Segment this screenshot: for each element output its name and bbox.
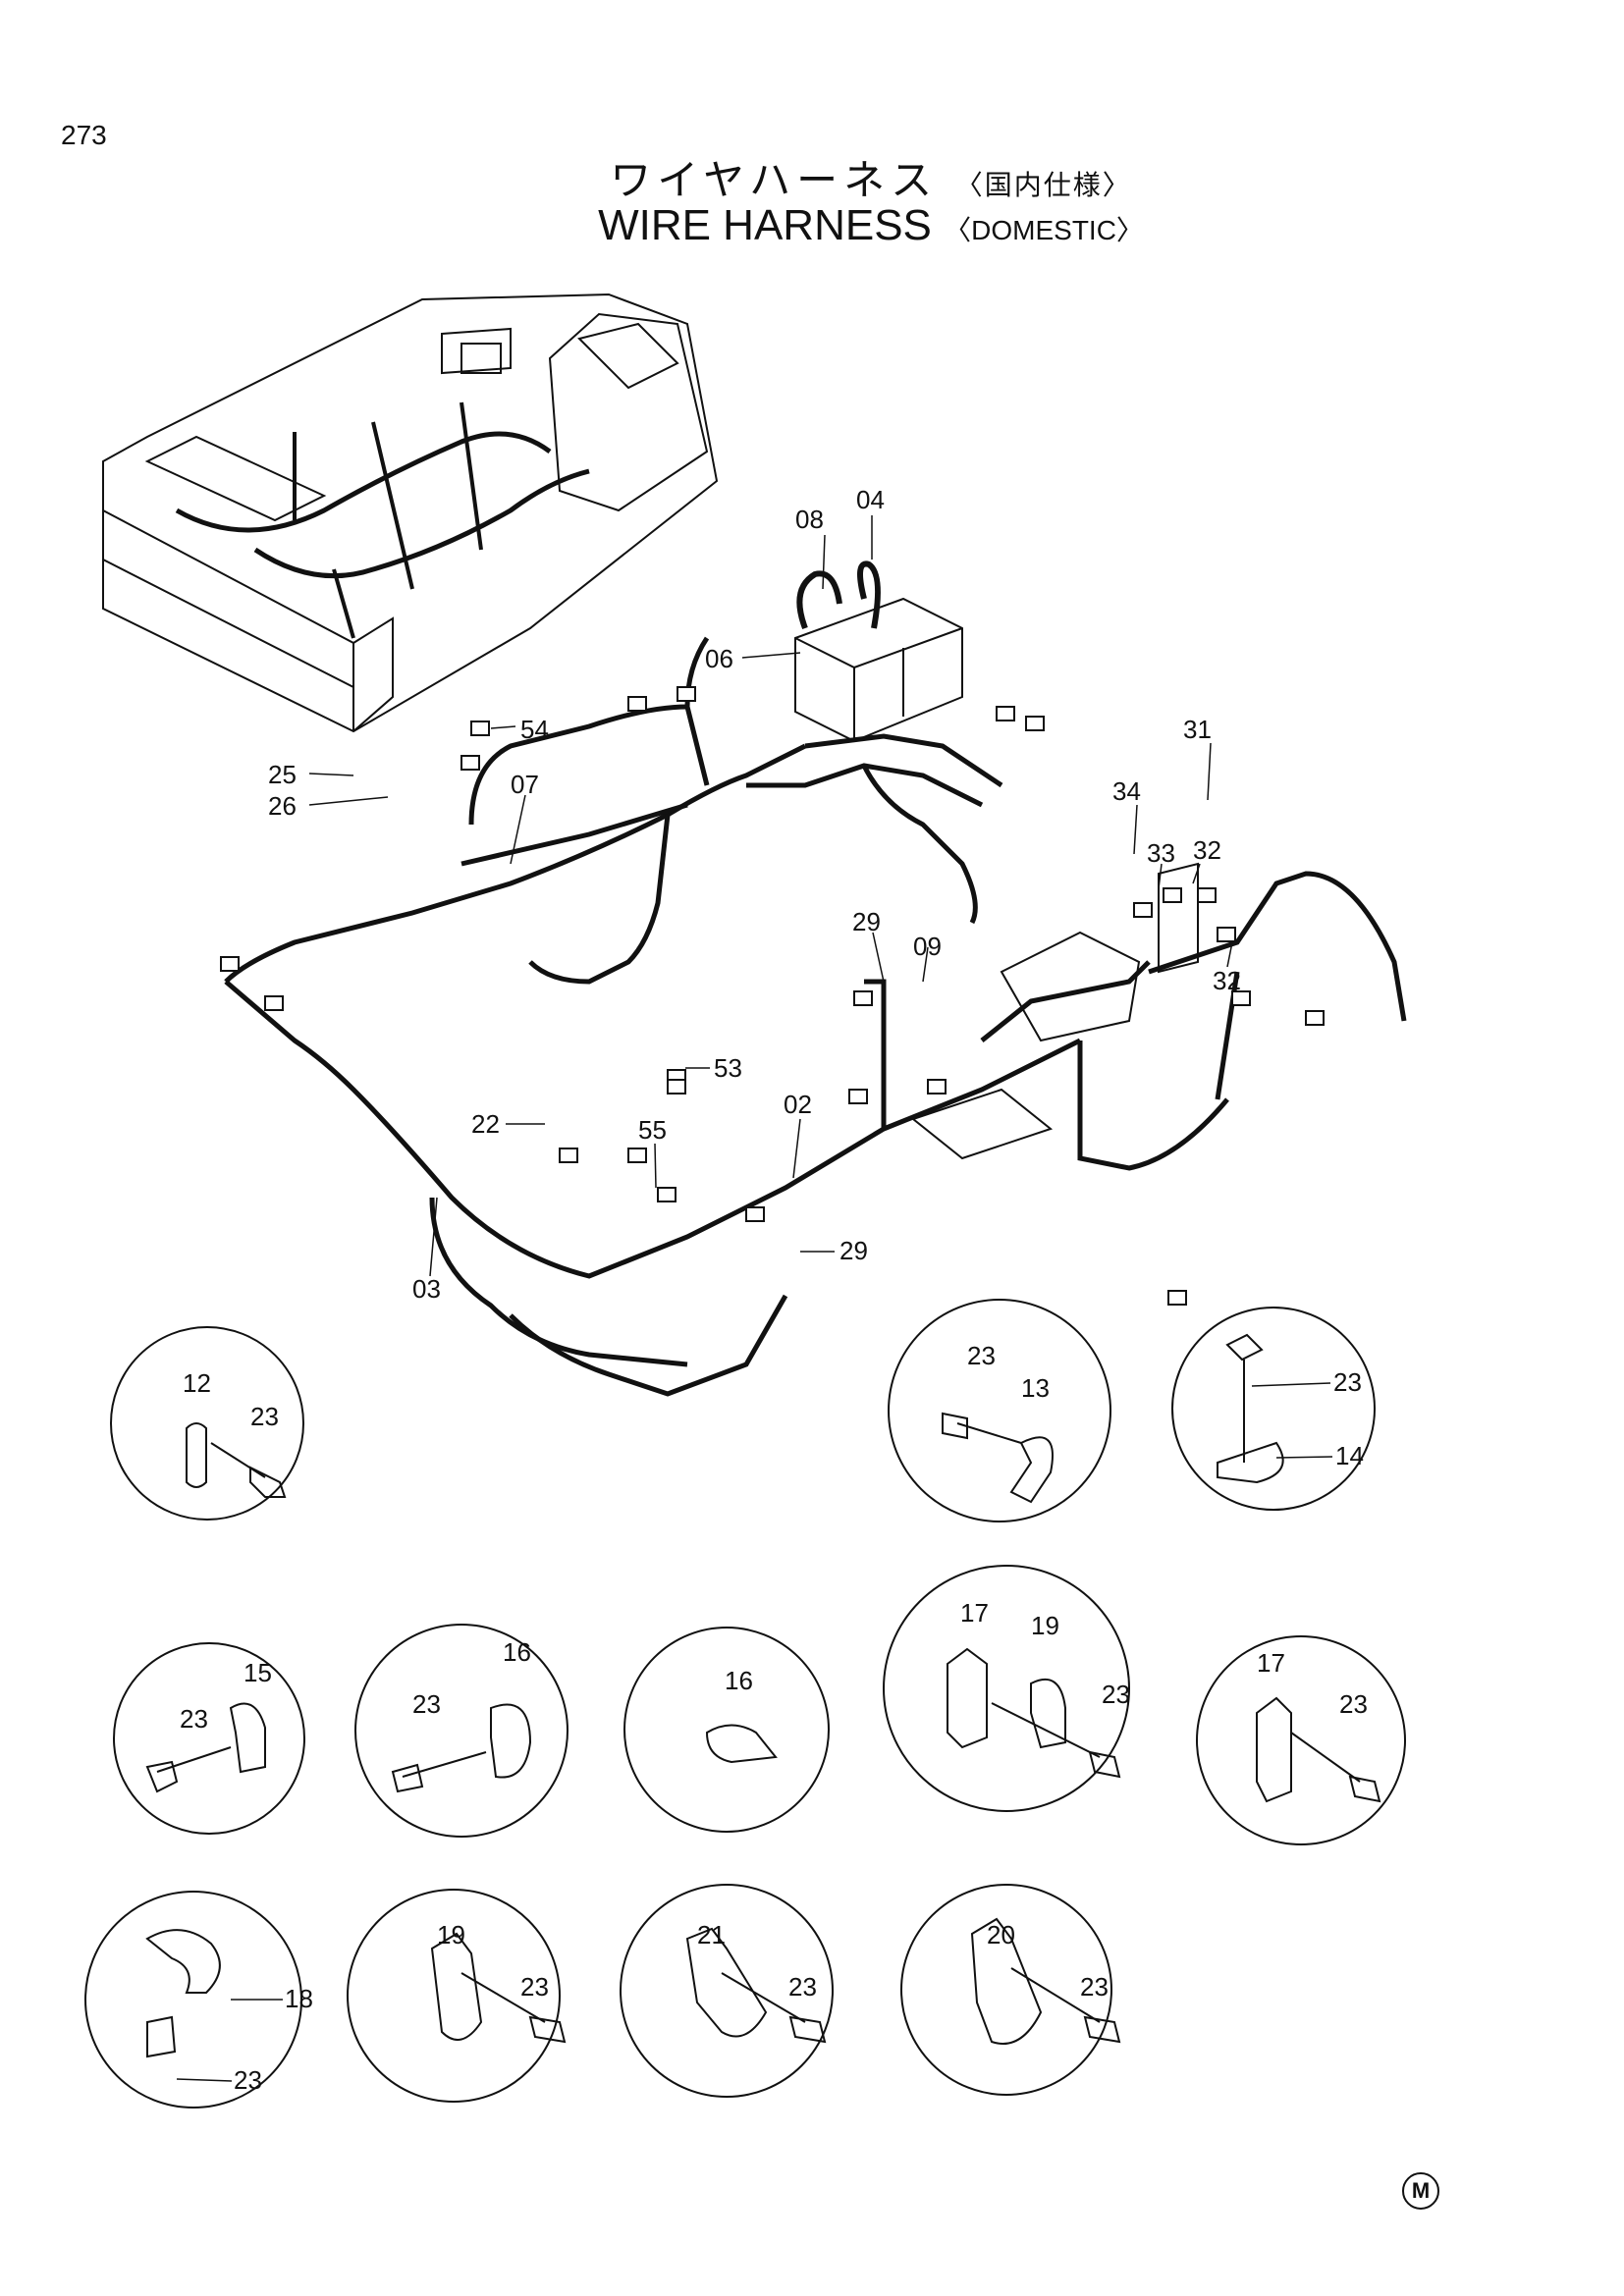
- callout-25: 25: [268, 760, 297, 789]
- detail-3-bolt: 23: [1333, 1367, 1362, 1397]
- detail-6-part: 16: [725, 1666, 753, 1695]
- detail-3-part: 14: [1335, 1441, 1364, 1470]
- title-english: WIRE HARNESS 〈DOMESTIC〉: [0, 201, 1624, 250]
- detail-5-part: 16: [503, 1637, 531, 1667]
- title-japanese: ワイヤハーネス 〈国内仕様〉: [0, 147, 1624, 207]
- main-harness: [224, 636, 1407, 1397]
- detail-8-part: 17: [1257, 1648, 1285, 1678]
- detail-7-part: 17: [960, 1598, 989, 1628]
- callout-09: 09: [913, 932, 942, 961]
- detail-11-part: 21: [697, 1920, 726, 1949]
- callout-29-bottom: 29: [839, 1236, 868, 1265]
- detail-7-part2: 19: [1031, 1611, 1059, 1640]
- detail-circles: [84, 1299, 1406, 2109]
- callout-34: 34: [1112, 776, 1141, 806]
- callout-29-top: 29: [852, 907, 881, 936]
- connectors: [220, 686, 1325, 1306]
- battery: [794, 561, 963, 743]
- callout-07: 07: [511, 770, 539, 799]
- detail-12-bolt: 23: [1080, 1972, 1109, 2002]
- callout-33: 33: [1147, 838, 1175, 868]
- title-jp-subtitle: 〈国内仕様〉: [954, 170, 1132, 200]
- detail-1-part: 12: [183, 1368, 211, 1398]
- detail-7-bolt: 23: [1102, 1680, 1130, 1709]
- detail-labels: 12 23 23 13 23 14 15 23 16 23 16 17 19 2…: [180, 1341, 1368, 2095]
- callout-08: 08: [795, 505, 824, 534]
- detail-1-bolt: 23: [250, 1402, 279, 1431]
- machine-outline: [102, 293, 719, 733]
- detail-10-bolt: 23: [520, 1972, 549, 2002]
- callout-04: 04: [856, 485, 885, 514]
- callout-labels: 04 08 06 31 34 33 32 32 54 25 26 07 29 0…: [268, 485, 1241, 1304]
- title-jp-main: ワイヤハーネス: [610, 157, 939, 203]
- detail-10-part: 19: [437, 1920, 465, 1949]
- page-number: 273: [61, 120, 107, 150]
- detail-2-part: 13: [1021, 1373, 1050, 1403]
- leader-lines: [308, 515, 1233, 1277]
- callout-32-top: 32: [1193, 835, 1221, 865]
- detail-11-bolt: 23: [788, 1972, 817, 2002]
- callout-53: 53: [714, 1053, 742, 1083]
- title-en-subtitle: 〈DOMESTIC〉: [944, 215, 1144, 245]
- relay-block: [910, 862, 1199, 1160]
- callout-32-bottom: 32: [1213, 966, 1241, 995]
- callout-31: 31: [1183, 715, 1212, 744]
- callout-06: 06: [705, 644, 733, 673]
- callout-03: 03: [412, 1274, 441, 1304]
- detail-5-bolt: 23: [412, 1689, 441, 1719]
- detail-leader-lines: [176, 1382, 1333, 2082]
- detail-8-bolt: 23: [1339, 1689, 1368, 1719]
- callout-02: 02: [784, 1090, 812, 1119]
- detail-4-part: 15: [244, 1658, 272, 1687]
- detail-4-bolt: 23: [180, 1704, 208, 1734]
- title-en-main: WIRE HARNESS: [598, 201, 932, 249]
- manufacturer-mark: M: [1402, 2172, 1439, 2210]
- detail-9-part: 18: [285, 1984, 313, 2013]
- callout-26: 26: [268, 791, 297, 821]
- callout-55: 55: [638, 1115, 667, 1145]
- callout-22: 22: [471, 1109, 500, 1139]
- detail-12-part: 20: [987, 1920, 1015, 1949]
- detail-2-bolt: 23: [967, 1341, 996, 1370]
- detail-parts: [145, 1333, 1381, 2058]
- callout-54: 54: [520, 715, 549, 744]
- detail-9-bolt: 23: [234, 2065, 262, 2095]
